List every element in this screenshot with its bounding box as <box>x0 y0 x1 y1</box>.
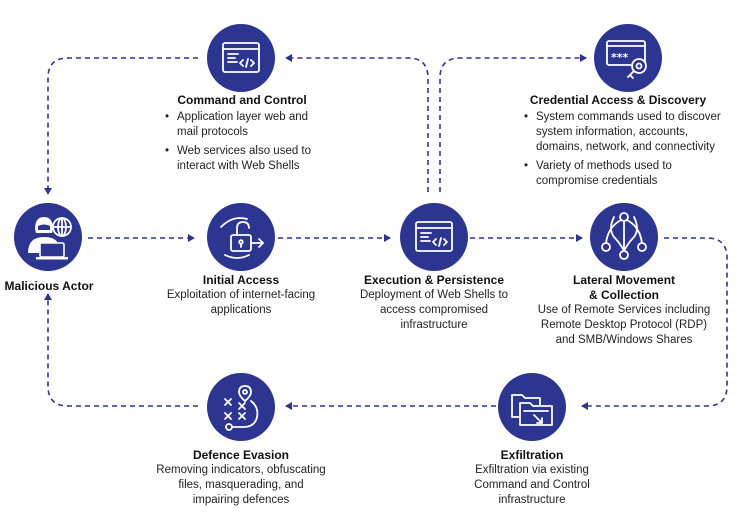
arrow-execution-to-credential <box>439 54 587 192</box>
exfiltration-text: Exfiltration Exfiltration via existing C… <box>462 448 602 508</box>
initial-access-title: Initial Access <box>202 273 280 287</box>
command-control-bullet: Web services also used to interact with … <box>163 144 313 174</box>
hacker-with-globe-icon <box>28 217 72 260</box>
folders-icon <box>511 394 553 426</box>
lateral-movement-text: Lateral Movement & Collection Use of Rem… <box>534 273 714 348</box>
lateral-movement-desc: Use of Remote Services including Remote … <box>537 304 711 346</box>
credential-access-bullets: System commands used to discover system … <box>522 110 732 189</box>
credential-access-bullet: Variety of methods used to compromise cr… <box>522 159 732 189</box>
lateral-movement-title-1: Lateral Movement <box>572 273 676 287</box>
initial-access-desc: Exploitation of internet-facing applicat… <box>166 289 316 316</box>
arrow-defence-to-actor <box>44 293 198 407</box>
code-window-icon <box>415 221 453 252</box>
command-control-text: Command and Control Application layer we… <box>163 93 363 178</box>
command-control-title: Command and Control <box>177 93 307 107</box>
defence-evasion-desc: Removing indicators, obfuscating files, … <box>156 464 326 506</box>
arrow-execution-to-command-control <box>285 54 429 192</box>
exfiltration-desc: Exfiltration via existing Command and Co… <box>474 464 590 506</box>
malicious-actor-label-block: Malicious Actor <box>0 279 98 294</box>
defence-evasion-text: Defence Evasion Removing indicators, obf… <box>155 448 327 508</box>
credential-access-bullet: System commands used to discover system … <box>522 110 732 155</box>
execution-persistence-node <box>400 203 468 271</box>
exfiltration-title: Exfiltration <box>500 448 564 462</box>
execution-persistence-desc: Deployment of Web Shells to access compr… <box>359 289 509 331</box>
arrow-lateral-to-exfiltration <box>581 237 728 410</box>
initial-access-text: Initial Access Exploitation of internet-… <box>161 273 321 318</box>
credential-access-text: Credential Access & Discovery System com… <box>522 93 732 193</box>
exfiltration-node <box>498 373 566 441</box>
command-control-bullets: Application layer web and mail protocols… <box>163 110 313 174</box>
command-control-bullet: Application layer web and mail protocols <box>163 110 313 140</box>
unlock-icon <box>220 217 264 259</box>
arrow-command-control-to-actor <box>44 57 198 195</box>
initial-access-node <box>207 203 275 271</box>
malicious-actor-node <box>14 203 82 271</box>
code-window-icon <box>222 42 260 73</box>
malicious-actor-label: Malicious Actor <box>4 279 94 293</box>
password-key-icon: *** <box>606 40 647 79</box>
defence-evasion-node <box>207 373 275 441</box>
execution-persistence-text: Execution & Persistence Deployment of We… <box>359 273 509 333</box>
defence-evasion-title: Defence Evasion <box>192 448 290 462</box>
credential-access-node: *** <box>594 24 662 92</box>
credential-access-title: Credential Access & Discovery <box>529 93 707 107</box>
strategy-map-icon <box>224 385 259 431</box>
svg-text:***: *** <box>611 51 629 64</box>
command-control-node <box>207 24 275 92</box>
execution-persistence-title: Execution & Persistence <box>363 273 505 287</box>
network-nodes-icon <box>601 212 647 260</box>
lateral-movement-title-2: & Collection <box>588 288 659 302</box>
lateral-movement-node <box>590 203 658 271</box>
